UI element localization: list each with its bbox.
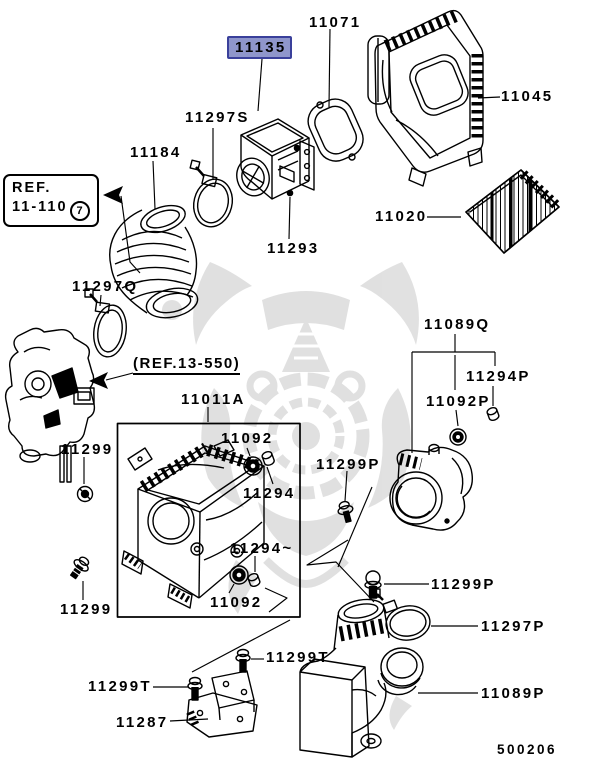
- grommet-11092-lower-drawing: [229, 565, 249, 585]
- part-label-11299P[interactable]: 11299P: [316, 456, 381, 473]
- air-filter-element-drawing: [465, 169, 560, 254]
- part-label-11299T[interactable]: 11299T: [88, 678, 152, 695]
- part-label-11287[interactable]: 11287: [116, 714, 169, 731]
- bolt-11299T-2-drawing: [235, 648, 251, 673]
- grommet-11092-upper-drawing: [243, 456, 263, 476]
- spacer-11294-lower-drawing: [247, 573, 261, 587]
- part-label-11293[interactable]: 11293: [267, 240, 320, 257]
- part-label-11135[interactable]: 11135: [227, 36, 292, 59]
- clamp-11297Q-drawing: [84, 288, 127, 358]
- part-label-11297S[interactable]: 11297S: [185, 109, 250, 126]
- ref-circled-7: 7: [69, 201, 90, 221]
- part-label-11011A[interactable]: 11011A: [181, 391, 246, 408]
- part-label-11299P-2[interactable]: 11299P: [431, 576, 496, 593]
- part-label-11071[interactable]: 11071: [309, 14, 362, 31]
- part-label-11297Q[interactable]: 11297Q: [72, 278, 139, 295]
- grommet-11092P-drawing: [449, 428, 467, 446]
- part-label-11294[interactable]: 11294: [243, 485, 296, 502]
- part-label-11092[interactable]: 11092: [221, 430, 274, 447]
- part-label-11089Q[interactable]: 11089Q: [424, 316, 491, 333]
- ref-box-line1: REF.: [12, 180, 52, 196]
- clamp-11297S-drawing: [189, 159, 234, 228]
- drawing-number: 500206: [497, 742, 558, 757]
- screw-11299P-1-drawing: [337, 500, 354, 524]
- part-label-11020[interactable]: 11020: [375, 208, 428, 225]
- part-label-11299-2[interactable]: 11299: [60, 601, 113, 618]
- screw-11299-drawing: [69, 556, 90, 580]
- ref-arrow-icon: [103, 186, 123, 204]
- spacer-11294P-drawing: [486, 407, 500, 421]
- ref-13-550-label[interactable]: (REF.13-550): [133, 355, 241, 375]
- part-label-11184[interactable]: 11184: [130, 144, 182, 161]
- spacer-11294-upper-drawing: [261, 451, 275, 466]
- part-label-11299T-2[interactable]: 11299T: [266, 649, 330, 666]
- clamp-11297P-drawing: [371, 588, 431, 641]
- part-label-11294-2[interactable]: 11294~: [230, 540, 294, 557]
- bracket-drawing: [186, 670, 258, 738]
- part-label-11294P[interactable]: 11294P: [466, 368, 531, 385]
- part-label-11297P[interactable]: 11297P: [481, 618, 546, 635]
- ref-13-550-arrow-icon: [89, 372, 108, 389]
- leader-lines: [82, 28, 501, 722]
- air-cleaner-cover-drawing: [367, 9, 484, 187]
- part-label-11045[interactable]: 11045: [501, 88, 554, 105]
- resonator-drawing: [389, 443, 473, 531]
- part-label-11089P[interactable]: 11089P: [481, 685, 546, 702]
- intake-hose-drawing: [109, 204, 199, 319]
- part-label-11299[interactable]: 11299: [61, 441, 114, 458]
- throttle-body-drawing: [4, 327, 96, 483]
- nut-11299-drawing: [76, 485, 94, 503]
- maf-sensor-drawing: [236, 118, 315, 200]
- gasket-drawing: [307, 98, 364, 162]
- air-duct-drawing: [299, 598, 424, 758]
- group-box-11011A: [116, 422, 301, 618]
- part-label-11092-2[interactable]: 11092: [210, 594, 263, 611]
- bolt-11299T-1-drawing: [187, 676, 203, 701]
- part-label-11092P[interactable]: 11092P: [426, 393, 491, 410]
